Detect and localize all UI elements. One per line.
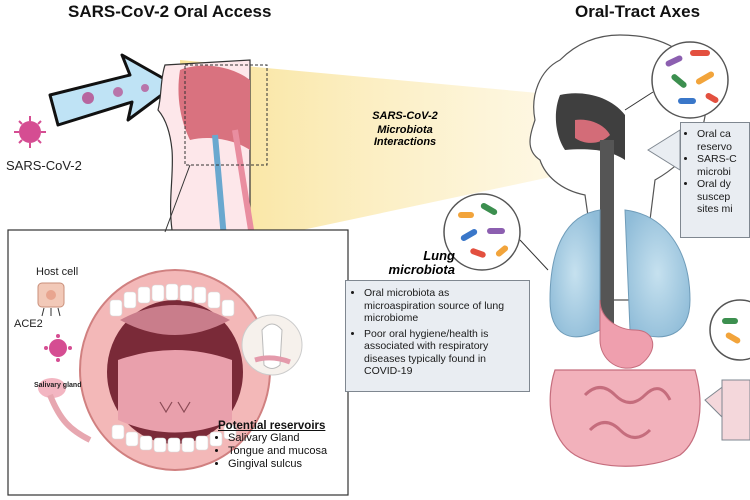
title-right: Oral-Tract Axes [575,2,701,21]
oral-bullet: Oral ca reservo [697,128,749,153]
reservoir-item: Salivary Gland [228,432,327,445]
virus-icon [14,116,46,148]
reservoir-item: Gingival sulcus [228,458,327,471]
lung-microbiota-circle [443,193,521,271]
lungs [549,209,691,338]
interaction-label-1: SARS-CoV-2 [372,110,438,122]
lung-title-2: microbiota [388,262,455,277]
lung-bullet: Poor oral hygiene/health is associated w… [364,328,523,378]
virus-label: SARS-CoV-2 [6,158,82,173]
oral-cavity-box: Oral ca reservo SARS-C microbi Oral dy s… [680,122,750,238]
reservoirs-list: Salivary Gland Tongue and mucosa Gingiva… [218,432,327,471]
title-left: SARS-CoV-2 Oral Access [68,2,272,21]
gut-microbiota-circle [709,299,750,361]
ace2-label: ACE2 [14,318,43,330]
gut-box [721,379,750,441]
digestive-tract [549,299,701,467]
reservoirs-panel: Potential reservoirs Salivary Gland Tong… [218,420,327,471]
reservoir-item: Tongue and mucosa [228,445,327,458]
oral-microbiota-circle [651,41,729,119]
oral-bullet: SARS-C microbi [697,153,749,178]
lung-title-1: Lung [423,248,455,263]
interaction-label-2: Microbiota Interactions [373,124,437,148]
host-cell-icon [37,282,65,317]
tooth-detail-icon [241,314,303,376]
oral-bullet: Oral dy suscep sites mi [697,178,749,216]
lung-microbiota-box: Oral microbiota as microaspiration sourc… [345,280,530,392]
head-profile-left [157,59,268,261]
lung-bullet: Oral microbiota as microaspiration sourc… [364,287,523,325]
interaction-beam [180,60,560,255]
host-cell-label: Host cell [36,266,79,278]
reservoirs-title: Potential reservoirs [218,420,326,432]
inset-virus-icon [44,334,72,362]
inhalation-arrow [48,53,177,127]
salivary-gland-icon [38,378,92,443]
salivary-gland-label: Salivary gland [34,382,82,389]
